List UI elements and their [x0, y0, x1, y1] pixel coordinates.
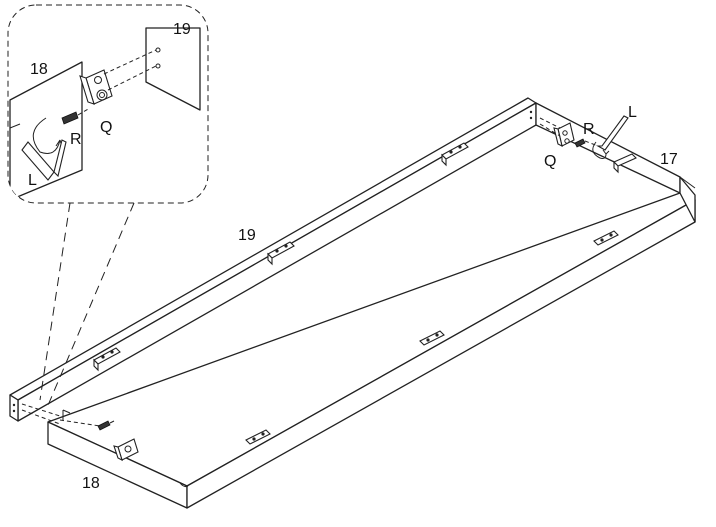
- detail-inset: [7, 4, 209, 204]
- frame-assembly: [9, 97, 696, 509]
- front-rail-18: [47, 192, 696, 509]
- label-17: 17: [660, 151, 678, 168]
- cam-fitting: [113, 438, 139, 462]
- allen-key-main: [592, 115, 629, 159]
- bracket: [419, 330, 445, 346]
- allen-key-inset: [21, 139, 67, 181]
- cam-screw: [97, 420, 115, 431]
- bracket: [93, 347, 121, 372]
- label-L-inset: L: [28, 172, 37, 189]
- cam-screw-inset: [61, 107, 91, 125]
- label-L-main: L: [628, 104, 637, 121]
- bracket: [441, 142, 469, 167]
- label-19-main: 19: [238, 227, 256, 244]
- bracket: [267, 241, 295, 266]
- bracket: [245, 429, 271, 445]
- back-rail-19: [9, 97, 537, 422]
- label-R-inset: R: [70, 131, 82, 148]
- corner-cam-fitting: [553, 122, 575, 148]
- bracket: [613, 153, 637, 174]
- label-19-inset: 19: [173, 21, 191, 38]
- cam-fitting-inset: [79, 69, 113, 105]
- corner-cam-screw: [574, 138, 599, 148]
- label-18-main: 18: [82, 475, 100, 492]
- label-R-main: R: [583, 121, 595, 138]
- bracket: [593, 230, 619, 246]
- end-panel-17: [535, 102, 696, 223]
- label-18-inset: 18: [30, 61, 48, 78]
- label-Q-main: Q: [544, 153, 556, 170]
- label-Q-inset: Q: [100, 119, 112, 136]
